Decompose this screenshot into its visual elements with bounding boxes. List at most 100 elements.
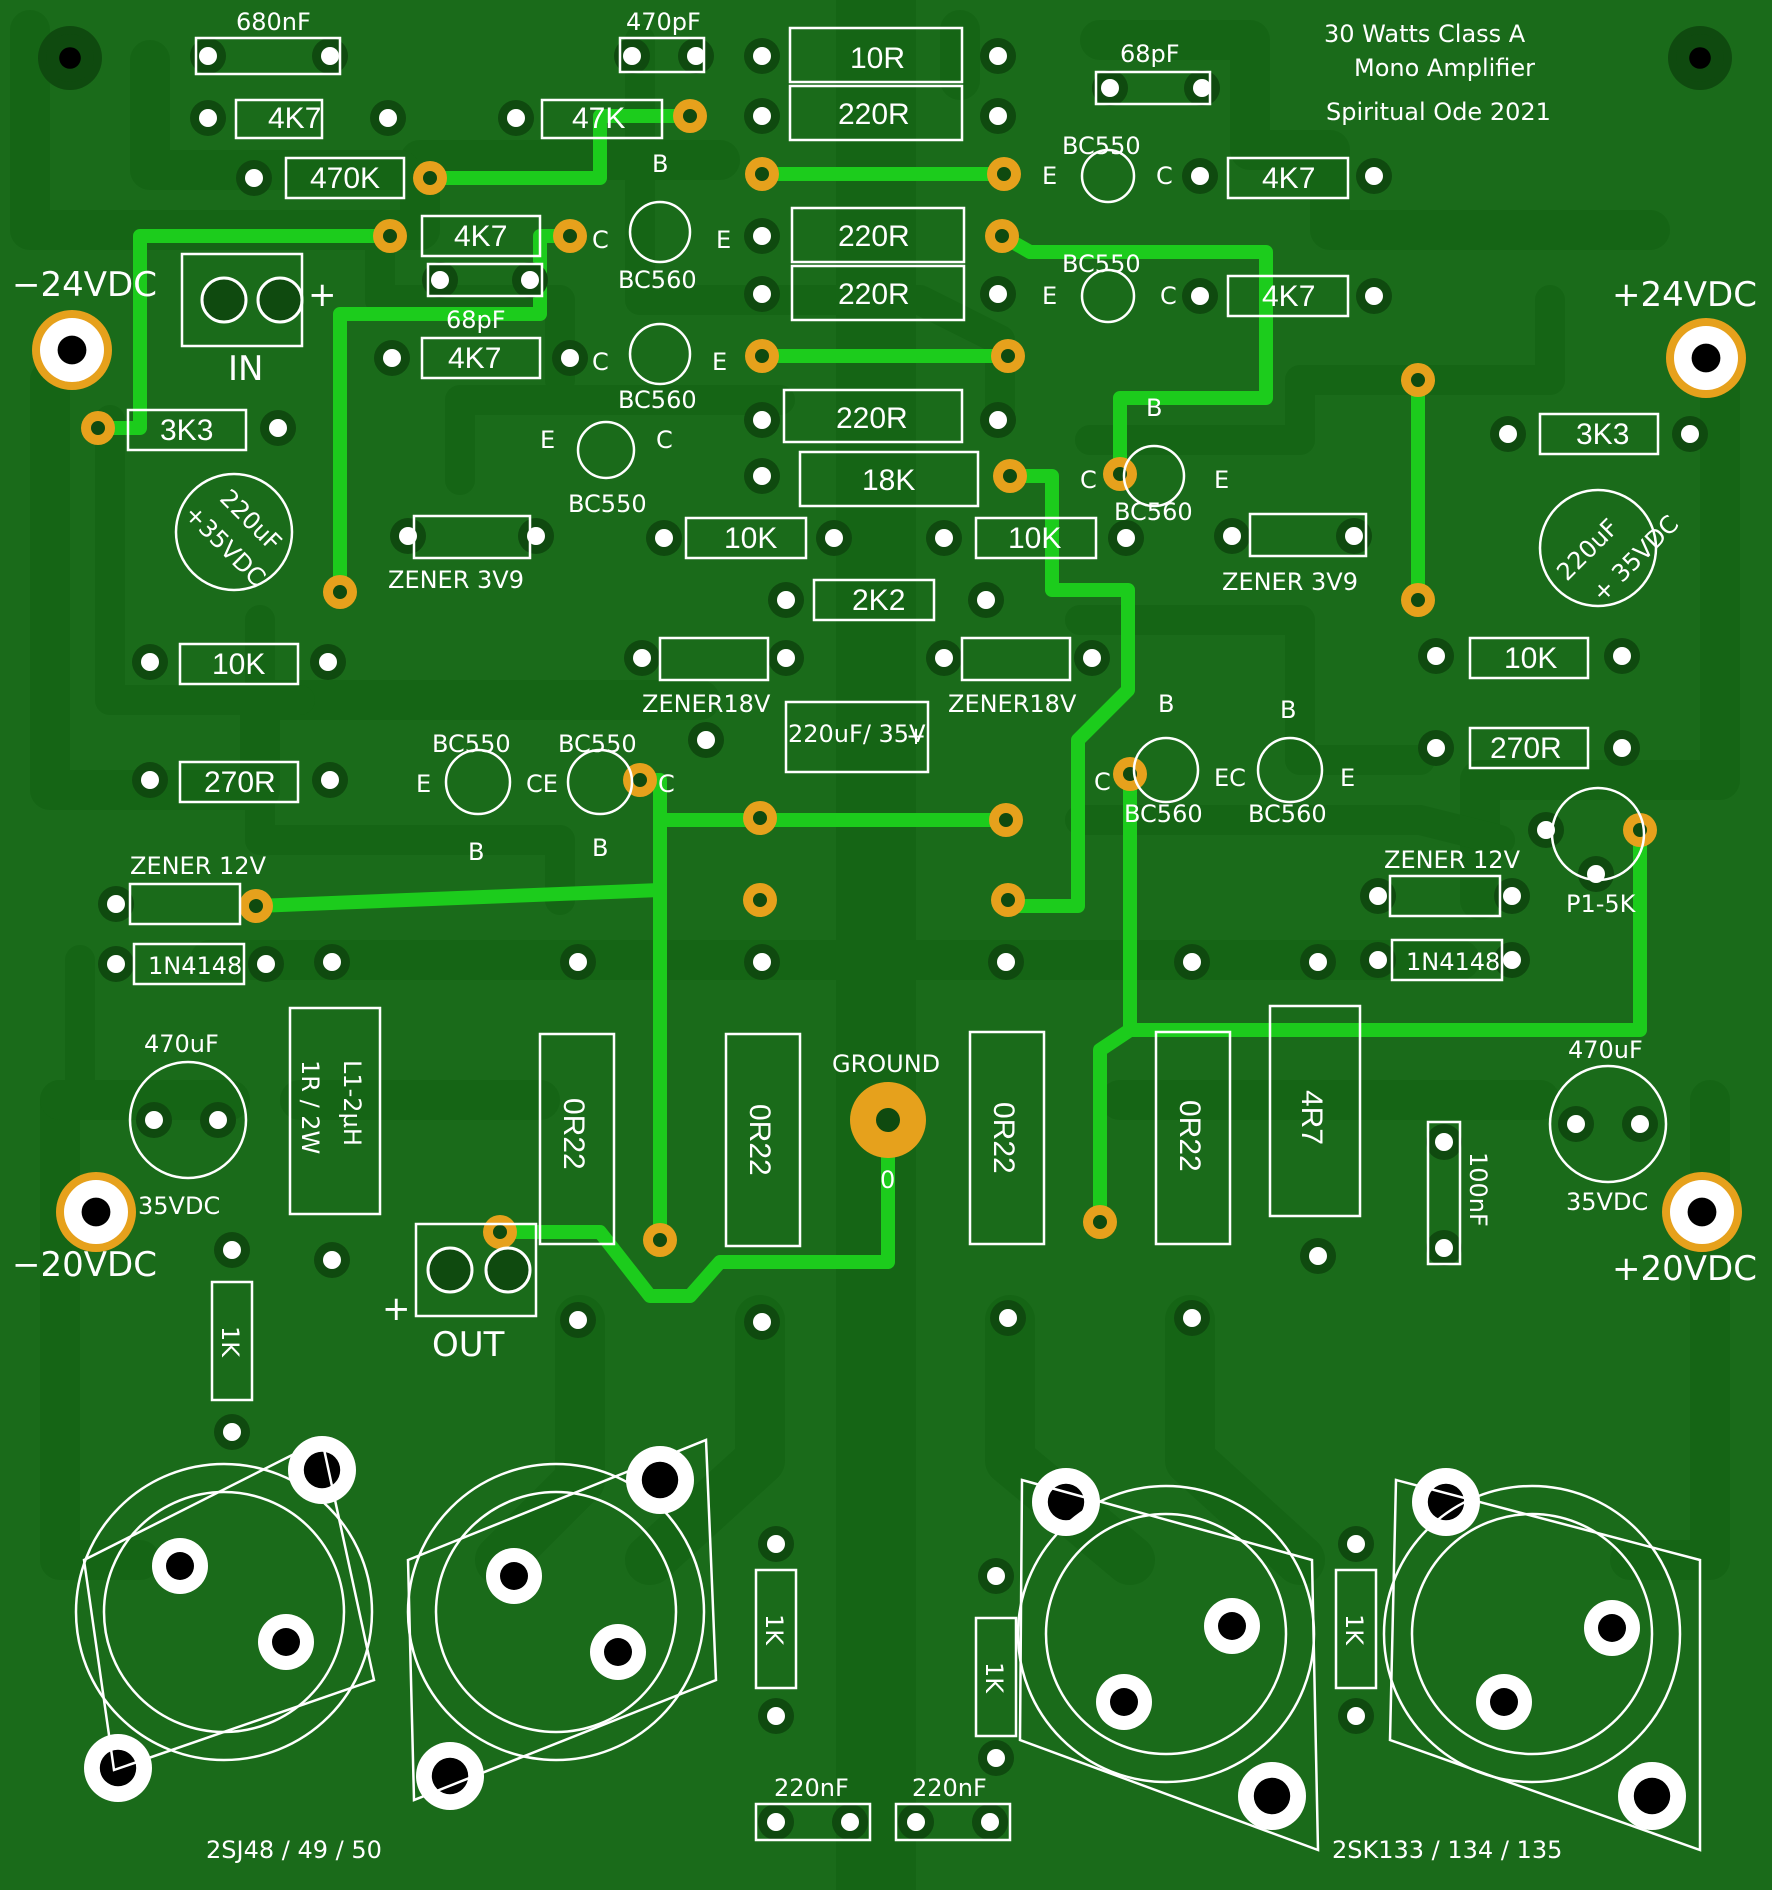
pad-hole	[697, 731, 715, 749]
pin-c: C	[1080, 466, 1097, 494]
pad-hole	[987, 1567, 1005, 1585]
zener-12v-left	[128, 882, 242, 926]
pad-hole	[1613, 739, 1631, 757]
via-hole	[997, 167, 1011, 181]
pin-b: B	[1280, 696, 1296, 724]
pin-b: B	[1146, 394, 1162, 422]
resistor-10k-a	[684, 516, 808, 560]
cap-220uf-mid	[784, 700, 930, 774]
zener-12v-right	[1388, 874, 1502, 918]
power-pad-hole	[1687, 1197, 1717, 1227]
label-10k-b: 10K	[1008, 522, 1061, 555]
pad-hole	[507, 109, 525, 127]
via-hole	[493, 1225, 507, 1239]
resistor-10r	[788, 26, 964, 84]
pad-hole	[999, 1309, 1017, 1327]
resistor-0r22-b	[724, 1032, 802, 1248]
transistor-bc560-e	[1256, 736, 1324, 804]
label-zener18-right: ZENER18V	[948, 690, 1077, 718]
in-terminal-block[interactable]	[180, 252, 304, 348]
via-hole	[333, 585, 347, 599]
pad-hole	[319, 653, 337, 671]
pad-hole	[935, 529, 953, 547]
transistor-bc550-e	[566, 748, 634, 816]
via-hole	[753, 893, 767, 907]
label-10k-left: 10K	[212, 648, 265, 681]
mosfet-pad-hole	[1253, 1777, 1291, 1815]
via-hole	[755, 167, 769, 181]
via-hole	[383, 229, 397, 243]
resistor-0r22-c	[968, 1030, 1046, 1246]
title-line-1: 30 Watts Class A	[1324, 20, 1526, 48]
label-bc560-e: BC560	[1248, 800, 1327, 828]
resistor-4k7-d	[1226, 274, 1350, 318]
pin-c: C	[1094, 768, 1111, 796]
resistor-3k3-left	[126, 408, 248, 452]
label-bc550-c: BC550	[568, 490, 647, 518]
pin-c: C	[1156, 162, 1173, 190]
pad-hole	[141, 771, 159, 789]
mosfet-pad-hole	[272, 1628, 300, 1656]
label-220nf-a: 220nF	[774, 1774, 849, 1802]
terminal-screw[interactable]	[256, 276, 304, 324]
pad-hole	[1537, 821, 1555, 839]
pad-hole	[1347, 1535, 1365, 1553]
pad-hole	[1191, 287, 1209, 305]
power-pos20: +20VDC	[1612, 1249, 1757, 1289]
mosfet-pad-hole	[1110, 1688, 1138, 1716]
pin-ce: CE	[526, 770, 558, 798]
label-220uf-mid: 220uF/ 35V	[788, 720, 926, 748]
pad-hole	[1223, 527, 1241, 545]
pad-hole	[1369, 887, 1387, 905]
inductor-l1	[288, 1006, 382, 1216]
pad-hole	[323, 1251, 341, 1269]
signal-traces	[91, 109, 1647, 1303]
label-220r-a: 220R	[838, 98, 910, 131]
label-3k3-left: 3K3	[160, 414, 213, 447]
zener-18v-right	[960, 636, 1072, 682]
mosfet-pad-hole	[1427, 1483, 1465, 1521]
terminal-screw[interactable]	[484, 1246, 532, 1294]
label-470uf-right-v: 35VDC	[1566, 1188, 1648, 1216]
out-terminal-block[interactable]	[414, 1222, 538, 1318]
pad-hole	[527, 527, 545, 545]
pad-hole	[1365, 167, 1383, 185]
pad-hole	[1345, 527, 1363, 545]
via-hole	[249, 899, 263, 913]
pad-hole	[1347, 1707, 1365, 1725]
pad-hole	[1503, 887, 1521, 905]
silkscreen-text: 30 Watts Class A Mono Amplifier Spiritua…	[12, 8, 1757, 1864]
label-270r-left: 270R	[204, 766, 276, 799]
via-hole	[1001, 893, 1015, 907]
label-10r: 10R	[850, 42, 905, 75]
pad-hole	[767, 1707, 785, 1725]
terminal-screw[interactable]	[200, 276, 248, 324]
label-220r-c: 220R	[838, 278, 910, 311]
pad-hole	[1631, 1115, 1649, 1133]
pin-c: C	[592, 348, 609, 376]
pad-hole	[623, 47, 641, 65]
power-pos24: +24VDC	[1612, 275, 1757, 315]
label-1n4148-right: 1N4148	[1406, 948, 1500, 976]
pad-hole	[431, 271, 449, 289]
via-hole	[999, 813, 1013, 827]
terminal-screw[interactable]	[426, 1246, 474, 1294]
transistor-bc550-b	[1080, 268, 1136, 324]
via-hole	[633, 773, 647, 787]
cap-100nf	[1426, 1120, 1462, 1266]
pad-hole	[1369, 951, 1387, 969]
label-220nf-b: 220nF	[912, 1774, 987, 1802]
silkscreen-layer	[74, 26, 1702, 1852]
pad-hole	[107, 895, 125, 913]
pad-hole	[1427, 739, 1445, 757]
label-l1: L1-2µH	[338, 1060, 366, 1146]
transistor-bc550-d	[444, 748, 512, 816]
in-label: IN	[228, 349, 263, 389]
label-18k: 18K	[862, 464, 915, 497]
pad-hole	[767, 1813, 785, 1831]
pad-hole	[977, 591, 995, 609]
power-neg20: −20VDC	[12, 1245, 157, 1285]
mosfet-q1	[74, 1438, 376, 1772]
resistor-470k	[284, 156, 406, 200]
